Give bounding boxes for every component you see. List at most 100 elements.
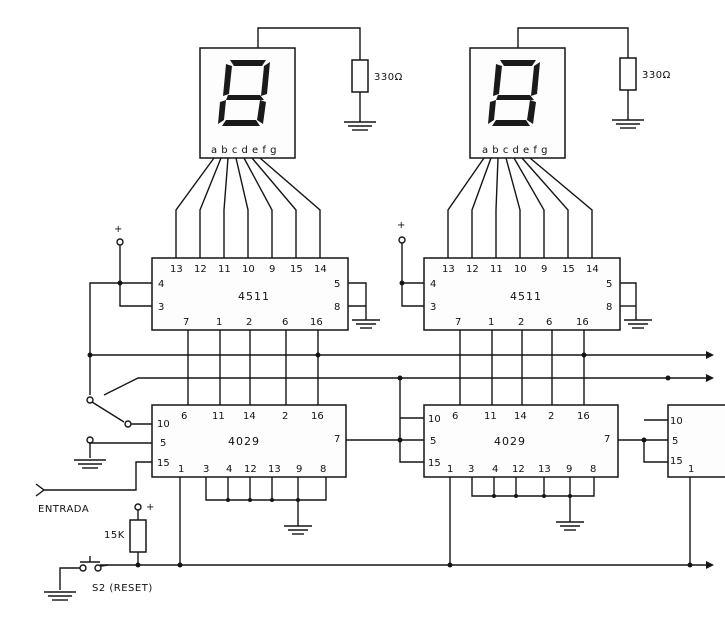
pin-label: 6	[181, 411, 187, 422]
pin-label: 2	[246, 317, 252, 328]
pin-label: 14	[243, 411, 256, 422]
counter-4029-2: 4029 6 11 14 2 16 10 5 15 7 1 3 4 12 13 …	[423, 404, 619, 478]
pin-label: 10	[670, 416, 683, 427]
pin-label: 9	[541, 264, 547, 275]
pin-label: 6	[282, 317, 288, 328]
counter-name-1: 4029	[228, 435, 260, 448]
pin-label: 4	[226, 464, 232, 475]
pin-label: 12	[466, 264, 479, 275]
resistor-15k: + 15K	[104, 502, 155, 565]
pin-label: 7	[183, 317, 189, 328]
pin-label: 1	[688, 464, 694, 475]
decoder-4511-2: 4511 13 12 11 10 9 15 14 4 3 5 8 7 1 2 6…	[423, 257, 621, 331]
pin-label: 10	[428, 414, 441, 425]
pin-label: 8	[334, 302, 340, 313]
pin-label: 4	[430, 279, 436, 290]
counter-1-updown-switch	[86, 282, 152, 428]
entrada-input: ENTRADA	[35, 461, 152, 515]
pin-label: 10	[514, 264, 527, 275]
pin-label: 2	[518, 317, 524, 328]
pin-label: 8	[320, 464, 326, 475]
segment-wires-1	[175, 157, 321, 258]
pin-label: 14	[586, 264, 599, 275]
pin-label: 15	[290, 264, 303, 275]
pin-label: 9	[566, 464, 572, 475]
reset-line	[100, 477, 714, 569]
pin-label: 7	[455, 317, 461, 328]
segment-labels-2: a b c d e f g	[482, 145, 548, 156]
pin-label: 9	[269, 264, 275, 275]
pin-label: 16	[576, 317, 589, 328]
pin-label: 2	[282, 411, 288, 422]
pin-label: 15	[670, 456, 683, 467]
pin-label: 5	[672, 436, 678, 447]
pin-label: 16	[310, 317, 323, 328]
decoder-counter-links-1	[187, 330, 319, 405]
pin-label: 1	[178, 464, 184, 475]
pin-label: 15	[562, 264, 575, 275]
pin-label: 5	[430, 436, 436, 447]
pin-label: 6	[452, 411, 458, 422]
pin-label: 5	[160, 438, 166, 449]
pin-label: 15	[157, 458, 170, 469]
pin-label: 12	[512, 464, 525, 475]
pin-label: 3	[203, 464, 209, 475]
bus-lines	[87, 351, 714, 396]
pin-label: 10	[157, 419, 170, 430]
carry-link-2	[618, 419, 668, 463]
decoder-name-1: 4511	[238, 290, 270, 303]
carry-link-1	[346, 378, 424, 463]
counter-4029-1: 4029 6 11 14 2 16 10 5 15 7 1 3 4 12 13 …	[151, 404, 347, 478]
pin-label: 11	[490, 264, 503, 275]
pin-label: 14	[314, 264, 327, 275]
pin-label: 11	[218, 264, 231, 275]
pin-label: 16	[311, 411, 324, 422]
resistor-330-label-2: 330Ω	[642, 70, 671, 81]
counter-name-2: 4029	[494, 435, 526, 448]
counter-1-pin5-ground	[74, 436, 152, 469]
pin-label: 3	[158, 302, 164, 313]
entrada-label: ENTRADA	[38, 504, 89, 515]
pin-label: 8	[606, 302, 612, 313]
plus-label: +	[114, 224, 123, 235]
seven-segment-digit-2	[488, 60, 540, 126]
pin-label: 7	[334, 434, 340, 445]
pin-label: 12	[194, 264, 207, 275]
decoder-1-supply: +	[114, 224, 152, 307]
pin-label: 11	[212, 411, 225, 422]
resistor-15k-label: 15K	[104, 530, 125, 541]
counter-1-ground	[205, 477, 327, 535]
pin-label: 3	[430, 302, 436, 313]
pin-label: 2	[548, 411, 554, 422]
decoder-1-ground	[348, 282, 380, 329]
pin-label: 13	[170, 264, 183, 275]
pin-label: 3	[468, 464, 474, 475]
pin-label: 15	[428, 458, 441, 469]
pin-label: 13	[442, 264, 455, 275]
pin-label: 5	[334, 279, 340, 290]
segment-wires-2	[447, 157, 593, 258]
resistor-330-1: 330Ω	[257, 27, 403, 131]
display-2: a b c d e f g	[469, 47, 566, 159]
pin-label: 13	[268, 464, 281, 475]
pin-label: 6	[546, 317, 552, 328]
pin-label: 4	[492, 464, 498, 475]
decoder-2-supply: +	[397, 220, 424, 307]
pin-label: 7	[604, 434, 610, 445]
pin-label: 12	[244, 464, 257, 475]
counter-4029-3-partial: 10 5 15 1	[667, 404, 725, 478]
reset-label: S2 (RESET)	[92, 583, 153, 594]
pin-label: 13	[538, 464, 551, 475]
pin-label: 11	[484, 411, 497, 422]
decoder-2-ground	[620, 282, 652, 329]
pin-label: 9	[296, 464, 302, 475]
resistor-330-label-1: 330Ω	[374, 72, 403, 83]
decoder-4511-1: 4511 13 12 11 10 9 15 14 4 3 5 8 7 1 2 6…	[151, 257, 349, 331]
segment-labels-1: a b c d e f g	[211, 145, 277, 156]
decoder-counter-links-2	[459, 330, 585, 405]
pin-label: 1	[447, 464, 453, 475]
pin-label: 10	[242, 264, 255, 275]
reset-switch-s2: S2 (RESET)	[44, 556, 153, 601]
plus-label: +	[146, 502, 155, 513]
decoder-name-2: 4511	[510, 290, 542, 303]
